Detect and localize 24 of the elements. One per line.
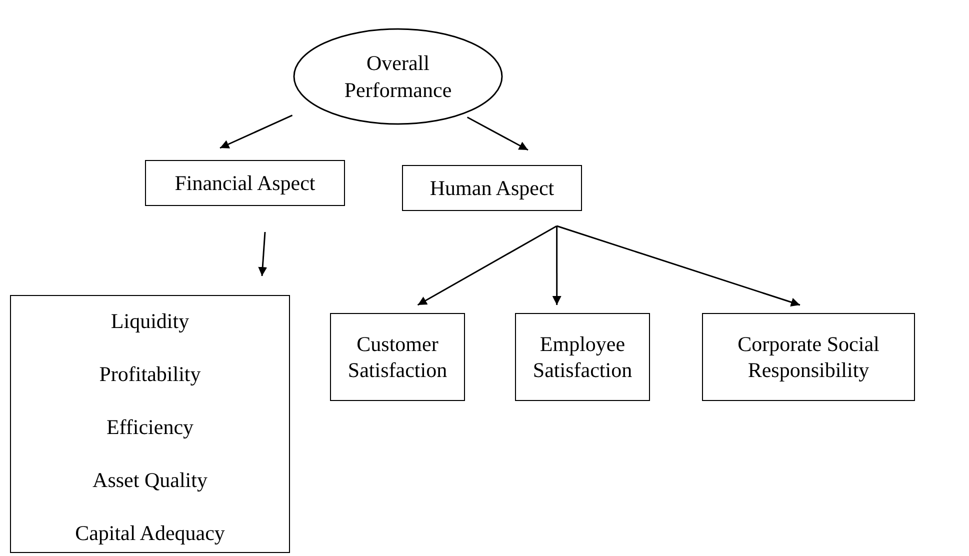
node-label: Employee Satisfaction (532, 330, 634, 384)
arrow (417, 225, 558, 306)
process-box (702, 313, 915, 401)
ellipse-node (293, 28, 503, 125)
arrow (220, 114, 293, 149)
list-item: Liquidity (110, 308, 190, 334)
process-box (330, 313, 465, 401)
process-box (515, 313, 650, 401)
list-box (10, 295, 290, 553)
node-label: Corporate Social Responsibility (736, 330, 880, 384)
arrow (556, 225, 800, 306)
process-box (145, 160, 345, 206)
arrow (258, 232, 268, 276)
list-item: Capital Adequacy (75, 520, 225, 546)
process-box (402, 165, 582, 211)
node-label: Customer Satisfaction (346, 330, 448, 384)
arrow (466, 116, 528, 151)
node-label: Overall Performance (343, 50, 453, 103)
list-item: Efficiency (106, 414, 194, 440)
list-item: Profitability (99, 360, 201, 388)
node-label: Human Aspect (430, 174, 554, 202)
node-label: Financial Aspect (174, 170, 316, 196)
list-item: Asset Quality (92, 466, 208, 494)
arrow (552, 226, 562, 305)
